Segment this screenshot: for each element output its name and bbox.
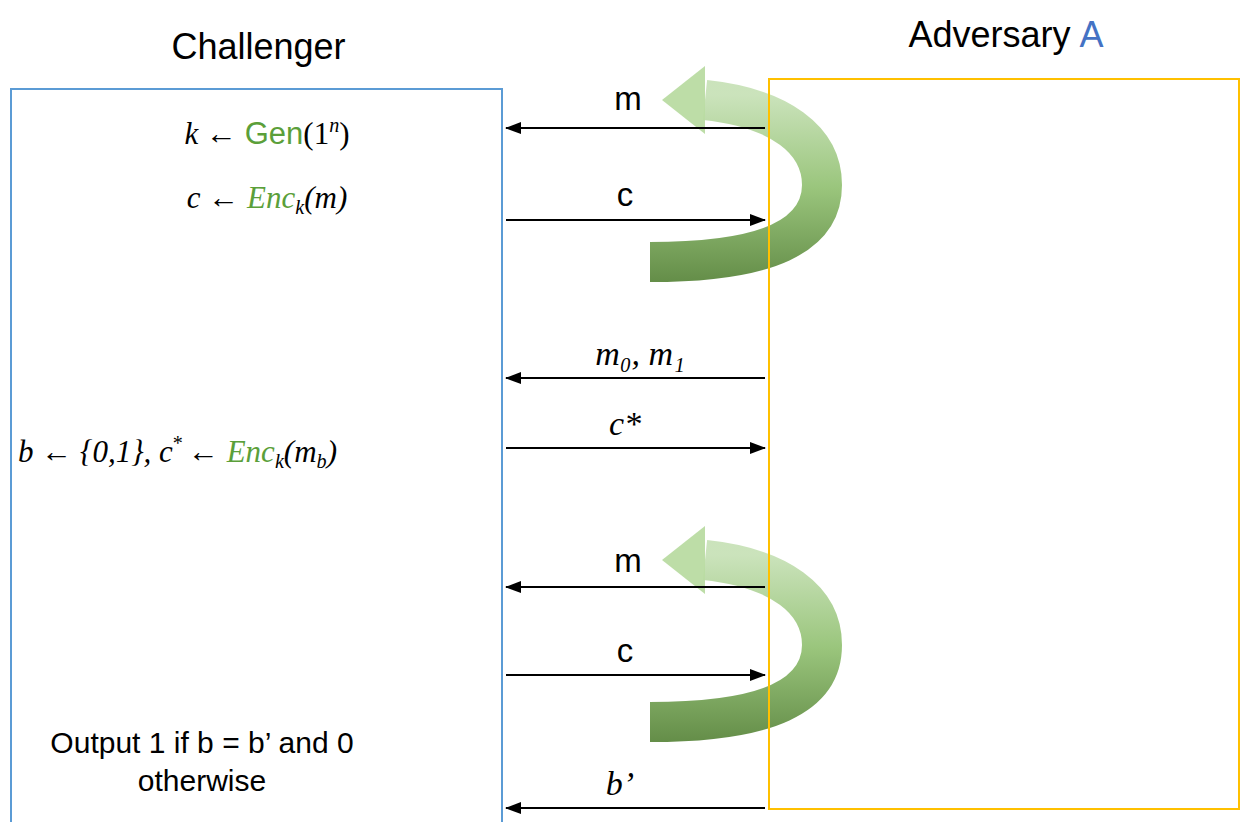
formula-text: ) [327, 434, 337, 469]
formula-text: k ← [184, 116, 237, 151]
oracle-encryption: c ←Enck(m) [12, 180, 522, 219]
challenger-box: Challengerk ←Gen(1n)c ←Enck(m)b ← {0,1},… [10, 88, 503, 822]
party-heading: AdversaryA [770, 14, 1242, 56]
loop-arrow [650, 526, 822, 722]
formula-text: b ← {0,1}, c [18, 434, 173, 469]
party-heading: Challenger [12, 26, 505, 68]
key-generation: k ←Gen(1n) [12, 114, 522, 152]
message-label: b’ [606, 764, 634, 803]
formula-text: * [173, 432, 183, 454]
adversary-box: AdversaryA [768, 78, 1240, 810]
formula-text: k [295, 196, 304, 218]
formula-text: n [329, 114, 339, 136]
formula-text: ) [339, 116, 349, 151]
formula-text: c ← [187, 180, 240, 215]
message-arrow [506, 674, 765, 676]
formula-text: Enc [247, 180, 295, 215]
party-name: Adversary [908, 14, 1070, 55]
party-name: A [1080, 14, 1104, 55]
formula-text: ← [188, 434, 219, 469]
message-arrow [506, 377, 765, 379]
message-arrow [506, 127, 765, 129]
message-label: m [614, 80, 642, 118]
message-label: c [617, 632, 634, 670]
formula-text: (1 [303, 116, 329, 151]
formula-text: (m) [304, 180, 347, 215]
party-name: Challenger [171, 26, 345, 67]
loop-arrow [650, 66, 822, 262]
message-arrow [506, 219, 765, 221]
message-label: c* [609, 404, 641, 443]
formula-text: (m [284, 434, 317, 469]
challenge-encryption: b ← {0,1}, c*←Enck(mb) [18, 432, 498, 473]
message-label: m [614, 542, 642, 580]
formula-text: Output 1 if b = b’ and 0 otherwise [50, 726, 353, 797]
formula-text: Gen [245, 116, 304, 151]
message-arrow [506, 447, 765, 449]
output-rule: Output 1 if b = b’ and 0 otherwise [42, 724, 362, 799]
formula-text: Enc [227, 434, 275, 469]
formula-text: k [275, 450, 284, 472]
message-arrow [506, 807, 765, 809]
message-label: c [617, 176, 634, 214]
formula-text: b [317, 450, 327, 472]
message-label: m₀, m₁ [595, 334, 685, 373]
message-arrow [506, 586, 765, 588]
